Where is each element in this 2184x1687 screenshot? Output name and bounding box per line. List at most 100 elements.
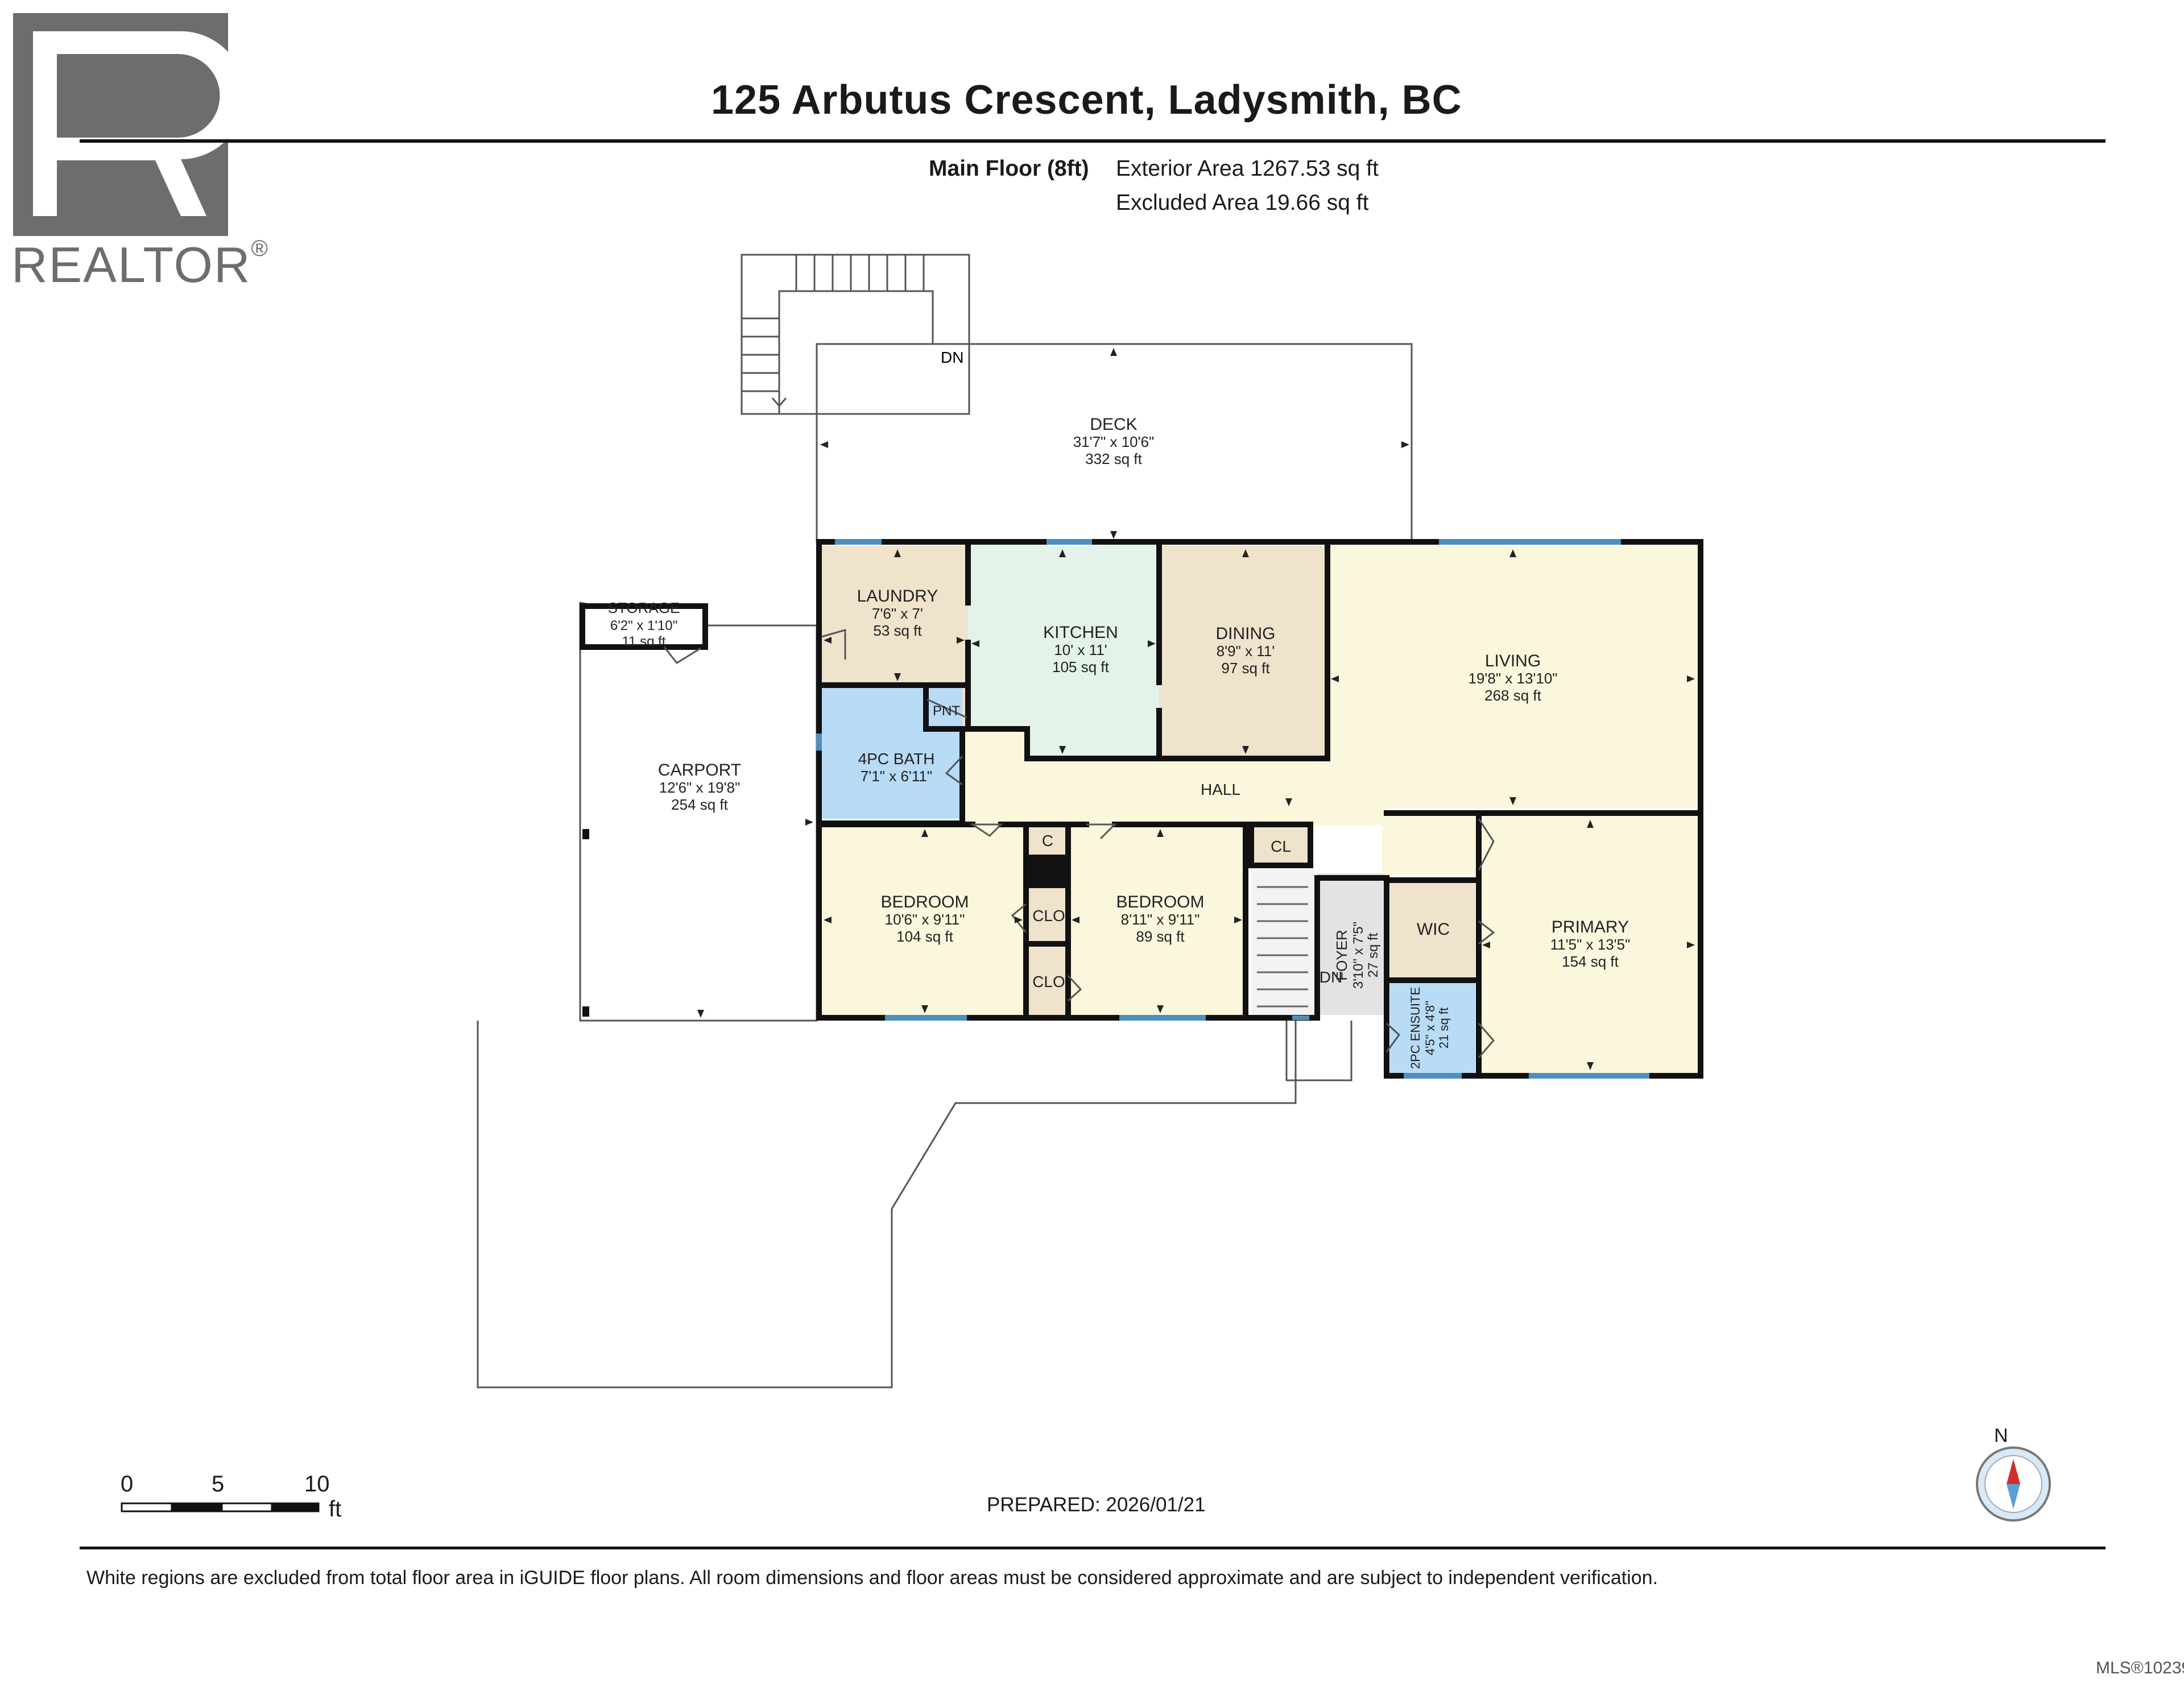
- foyer-area: 27 sq ft: [1366, 932, 1381, 977]
- scale-bar-segment: [271, 1502, 320, 1512]
- floor-name: Main Floor (8ft): [929, 156, 1089, 181]
- dining-dims: 8'9" x 11': [1217, 643, 1275, 660]
- room-labels: DECK 31'7" x 10'6" 332 sq ft STORAGE 6'2…: [608, 415, 1631, 1069]
- laundry-area: 53 sq ft: [873, 622, 922, 639]
- bath4-room: [821, 687, 962, 819]
- hall-name: HALL: [1201, 781, 1240, 798]
- carport-name: CARPORT: [658, 761, 741, 780]
- bedroom1-area: 104 sq ft: [896, 928, 954, 945]
- ensuite-dims: 4'5" x 4'8": [1423, 1001, 1437, 1055]
- excluded-area: Excluded Area 19.66 sq ft: [1116, 190, 1369, 215]
- bedroom1-name: BEDROOM: [880, 893, 969, 911]
- interior-stairs-area: [1251, 870, 1314, 1015]
- mls-number: MLS®1023963: [2096, 1659, 2184, 1677]
- living-dims: 19'8" x 13'10": [1468, 670, 1557, 687]
- scale-bar: [121, 1502, 320, 1512]
- laundry-dims: 7'6" x 7': [872, 605, 923, 622]
- hall-area: [962, 729, 1479, 876]
- kitchen-dims: 10' x 11': [1054, 641, 1107, 658]
- windows: [816, 539, 1649, 1079]
- wic-room: [1390, 880, 1475, 978]
- deck-dims: 31'7" x 10'6": [1073, 433, 1155, 450]
- deck-area: 332 sq ft: [1085, 450, 1143, 467]
- primary-name: PRIMARY: [1552, 918, 1629, 936]
- realtor-r-mark: [33, 31, 232, 216]
- primary-room: [1479, 815, 1698, 1073]
- compass-label: N: [1994, 1425, 2008, 1446]
- realtor-wordmark: REALTOR®: [11, 236, 269, 293]
- bedroom2-room: [1068, 824, 1246, 1015]
- foyer-name: FOYER: [1333, 930, 1350, 981]
- scale-label-5: 5: [212, 1472, 225, 1497]
- header-rule: [80, 139, 2106, 143]
- closet-c-room: [1026, 824, 1068, 857]
- living-room: [1327, 546, 1698, 809]
- closet-clo1-room: [1026, 888, 1068, 944]
- disclaimer-text: White regions are excluded from total fl…: [86, 1567, 1658, 1589]
- carport-dims: 12'6" x 19'8": [659, 779, 741, 796]
- bedroom1-dims: 10'6" x 9'11": [885, 911, 965, 928]
- stairs-dn-label: DN: [1320, 968, 1342, 986]
- walls: [816, 539, 1703, 1079]
- bedroom2-area: 89 sq ft: [1136, 928, 1185, 945]
- bath4-name: 4PC BATH: [858, 750, 935, 768]
- scale-label-0: 0: [121, 1472, 134, 1497]
- wic-name: WIC: [1417, 920, 1450, 939]
- property-address-title: 125 Arbutus Crescent, Ladysmith, BC: [711, 77, 1462, 123]
- ensuite-name: 2PC ENSUITE: [1408, 987, 1422, 1069]
- scale-bar-segment: [121, 1502, 173, 1512]
- dining-name: DINING: [1216, 624, 1276, 643]
- living-name: LIVING: [1485, 652, 1541, 670]
- kitchen-room: [968, 546, 1159, 757]
- closet-c-name: C: [1042, 832, 1053, 849]
- dining-area: 97 sq ft: [1221, 660, 1270, 677]
- footer-rule: [80, 1547, 2106, 1549]
- bedroom2-dims: 8'11" x 9'11": [1121, 911, 1200, 928]
- foyer-dims: 3'10" x 7'5": [1351, 922, 1366, 989]
- scale-bar-segment: [171, 1502, 223, 1512]
- outdoor-area-outline: [477, 1021, 1297, 1388]
- dining-room: [1159, 546, 1327, 757]
- interior-stairs: [1257, 886, 1308, 1008]
- exterior-stairs: [741, 254, 970, 415]
- living-area: 268 sq ft: [1484, 687, 1542, 704]
- prepared-date: PREPARED: 2026/01/21: [987, 1494, 1206, 1516]
- primary-area: 154 sq ft: [1562, 953, 1619, 970]
- entry-landing: [1285, 1021, 1352, 1081]
- pantry-name: PNT: [933, 703, 960, 719]
- stair-arrow-icon: [771, 375, 787, 408]
- kitchen-area: 105 sq ft: [1052, 658, 1110, 675]
- closet-clo1-name: CLO: [1032, 907, 1065, 925]
- closet-cl-room: [1251, 824, 1310, 865]
- deck-name: DECK: [1090, 415, 1137, 434]
- bedroom2-name: BEDROOM: [1116, 893, 1204, 911]
- carport-post: [582, 1006, 589, 1017]
- laundry-room: [821, 546, 968, 683]
- storage-area: 11 sq ft: [622, 634, 666, 649]
- deck-dn-label: DN: [941, 349, 963, 366]
- realtor-logo: [13, 13, 232, 236]
- kitchen-name: KITCHEN: [1043, 623, 1118, 642]
- storage-name: STORAGE: [608, 599, 680, 616]
- closet-cl-name: CL: [1271, 838, 1291, 855]
- ensuite-area: 21 sq ft: [1437, 1008, 1451, 1048]
- bedroom1-room: [821, 824, 1026, 1015]
- ensuite-room: [1390, 983, 1475, 1073]
- scale-unit: ft: [329, 1497, 342, 1522]
- carport-post: [582, 829, 589, 839]
- closet-black: [1026, 857, 1068, 888]
- door-swings: [663, 629, 1495, 1058]
- scale-label-10: 10: [304, 1472, 330, 1497]
- scale-bar-segment: [221, 1502, 273, 1512]
- closet-clo2-room: [1026, 947, 1068, 1015]
- bath4-dims: 7'1" x 6'11": [861, 768, 932, 785]
- storage-room: [580, 603, 708, 650]
- carport-area: 254 sq ft: [671, 796, 729, 813]
- laundry-name: LAUNDRY: [857, 587, 938, 606]
- storage-dims: 6'2" x 1'10": [610, 618, 677, 633]
- foyer-area: [1317, 873, 1384, 1015]
- exterior-area: Exterior Area 1267.53 sq ft: [1116, 156, 1379, 181]
- closet-clo2-name: CLO: [1032, 973, 1065, 990]
